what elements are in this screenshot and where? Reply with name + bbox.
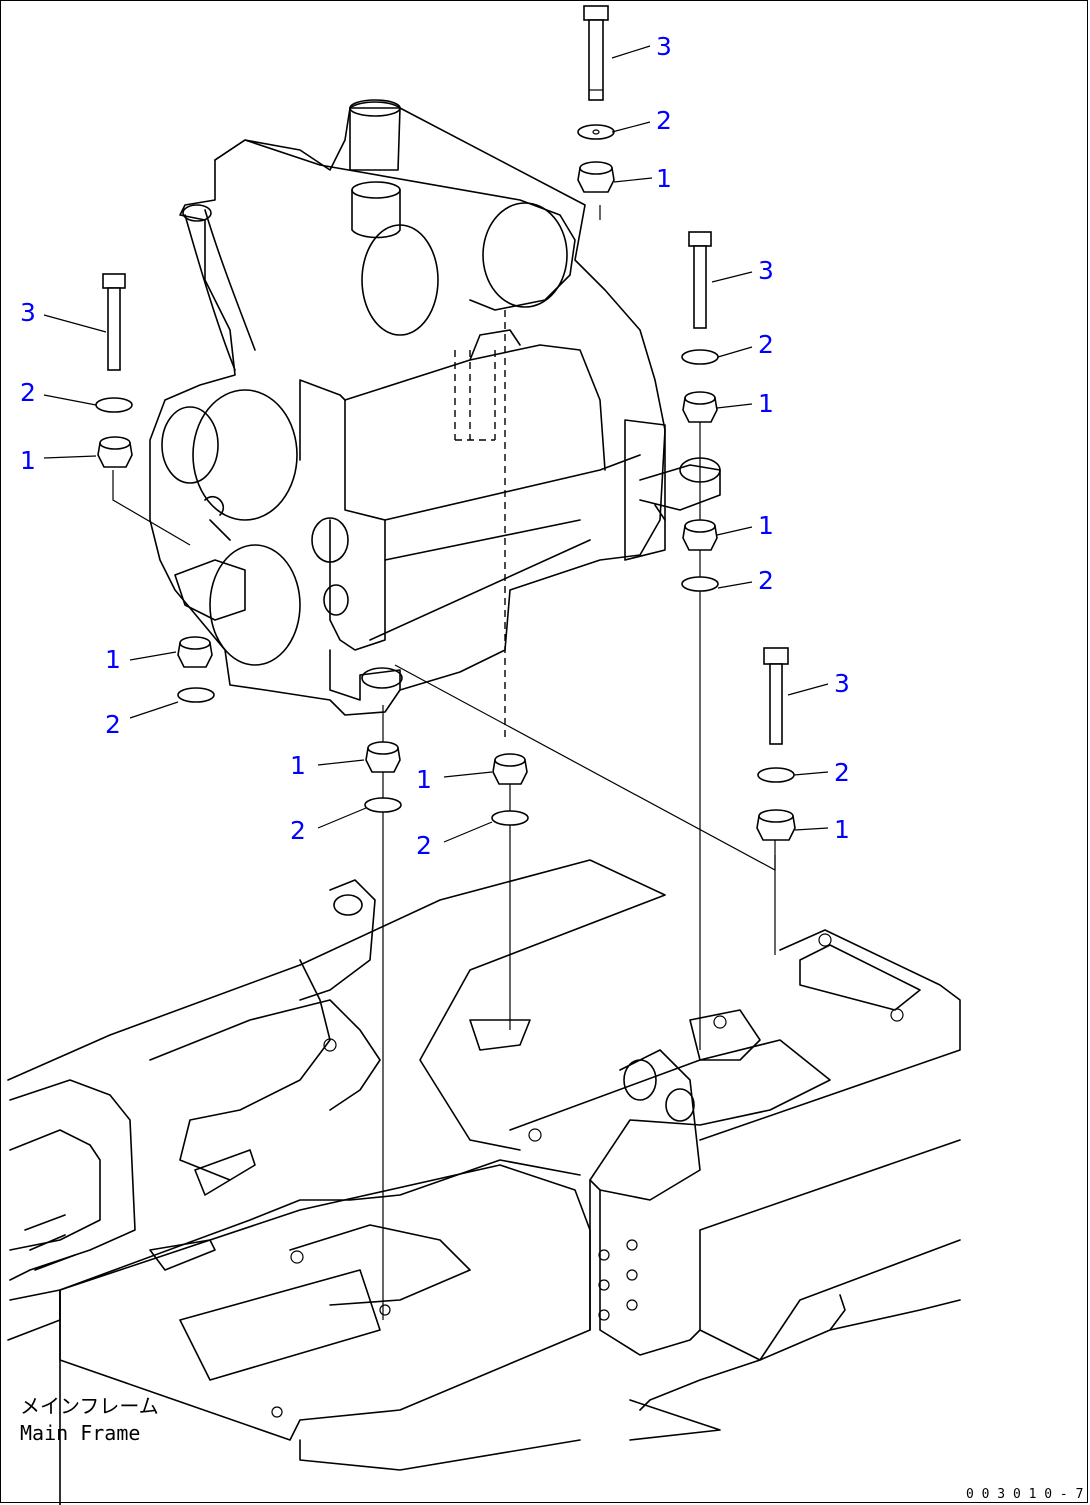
- engine-assembly: [149, 99, 721, 740]
- cushion-1-right-upper: [682, 391, 718, 423]
- callout-2: 2: [656, 106, 672, 135]
- cushion-1-center-a: [365, 741, 401, 773]
- callout-1: 1: [290, 751, 306, 780]
- callout-3: 3: [758, 256, 774, 285]
- washer-2-left-lower: [177, 687, 215, 703]
- washer-2-top-center: [577, 124, 615, 140]
- callout-numbers: 3 2 1 3 2 1 1 2 3 2 1 1 2 1 2 1 2 3 2 1: [20, 32, 850, 860]
- callout-2: 2: [758, 330, 774, 359]
- callout-1: 1: [20, 446, 36, 475]
- main-frame-label-en: Main Frame: [20, 1421, 140, 1445]
- washer-2-center-a: [364, 797, 402, 813]
- washer-2-left: [95, 397, 133, 413]
- cushion-1-top-center: [577, 161, 615, 193]
- bolt-3-right-upper: [688, 231, 712, 329]
- washer-2-right-lower: [681, 576, 719, 592]
- callout-2: 2: [105, 710, 121, 739]
- callout-1: 1: [758, 511, 774, 540]
- callout-2: 2: [834, 758, 850, 787]
- cushion-1-left: [97, 436, 133, 468]
- washer-2-right-upper: [681, 349, 719, 365]
- callout-3: 3: [656, 32, 672, 61]
- callout-1: 1: [758, 389, 774, 418]
- leader-lines: [43, 45, 829, 843]
- main-frame: [7, 859, 961, 1505]
- cushion-1-right-far: [756, 809, 796, 841]
- callout-1: 1: [105, 645, 121, 674]
- callout-1: 1: [656, 164, 672, 193]
- callout-1: 1: [834, 815, 850, 844]
- cushion-1-left-lower: [177, 636, 213, 668]
- callout-2: 2: [758, 566, 774, 595]
- washer-2-right-far: [757, 767, 795, 783]
- bolt-3-left: [102, 273, 126, 371]
- callout-1: 1: [416, 765, 432, 794]
- callout-2: 2: [290, 816, 306, 845]
- callout-2: 2: [20, 378, 36, 407]
- main-frame-label-jp: メインフレーム: [20, 1394, 159, 1418]
- cushion-1-right-lower: [682, 519, 718, 551]
- washer-2-center-b: [491, 810, 529, 826]
- callout-3: 3: [834, 669, 850, 698]
- alignment-lines: [112, 205, 776, 1320]
- callout-3: 3: [20, 298, 36, 327]
- cushion-1-center-b: [492, 753, 528, 785]
- bolt-3-right-lower: [763, 647, 789, 745]
- callout-2: 2: [416, 831, 432, 860]
- bolt-3-top-center: [583, 5, 609, 101]
- drawing-code: 0 0 3 0 1 0 - 7: [966, 1487, 1083, 1502]
